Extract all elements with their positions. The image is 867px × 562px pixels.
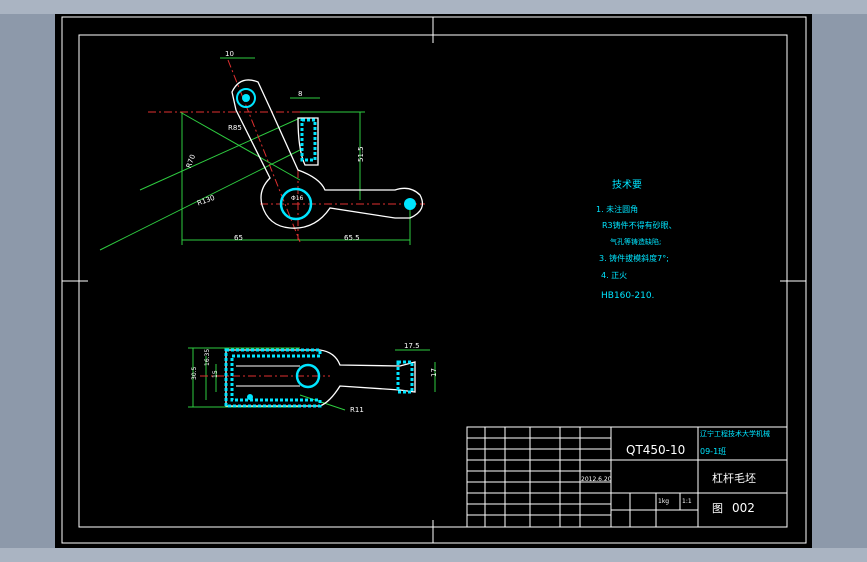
construction-line-3 [179, 111, 301, 181]
dim-r85: R85 [228, 124, 242, 132]
top-view-hatch [224, 348, 322, 408]
window-right-margin [812, 14, 867, 548]
window-bottom-bar [0, 548, 867, 562]
small-hole-top-view [247, 394, 253, 400]
drawing-no-prefix: 图 [712, 502, 723, 515]
sheet-outer-border [61, 16, 807, 544]
dim-r70: R70 [185, 153, 197, 169]
school-label: 辽宁工程技术大学机械 [700, 429, 770, 438]
dim-17-5: 17.5 [404, 342, 420, 350]
dim-r130: R130 [196, 194, 216, 208]
cad-drawing-canvas[interactable] [55, 14, 812, 548]
tech-req-5: 4. 正火 [601, 271, 627, 280]
window-left-margin [0, 14, 55, 548]
dim-15: 15 [212, 370, 219, 378]
dim-phi16: Φ16 [291, 195, 304, 202]
main-bore [279, 187, 313, 221]
construction-line-2 [99, 149, 301, 251]
top-view-outline [225, 349, 416, 407]
top-view: 30.5 16.35 15 17.5 17 R11 [188, 342, 438, 414]
lever-outline [231, 79, 424, 229]
end-hole [404, 198, 416, 210]
tech-req-title: 技术要 [612, 178, 642, 191]
dim-r11: R11 [350, 406, 364, 414]
tech-req-2: R3铸件不得有砂眼、 [602, 220, 677, 230]
technical-requirements: 技术要 1. 未注圆角 R3铸件不得有砂眼、 气孔等铸造缺陷; 3. 铸件拔模斜… [596, 178, 677, 301]
part-name-label: 杠杆毛坯 [712, 471, 756, 485]
drawing-no-label: 002 [732, 501, 755, 515]
date-label: 2012.6.20 [581, 476, 612, 483]
dim-65: 65 [234, 234, 243, 242]
tech-req-4: 3. 铸件拔模斜度7°; [599, 253, 669, 263]
weight-label: 1kg [658, 498, 669, 505]
tech-req-3: 气孔等铸造缺陷; [610, 237, 661, 246]
dim-16: 16.35 [204, 349, 211, 366]
tech-req-6: HB160-210. [601, 291, 654, 301]
front-view: 10 8 R85 R70 R130 Φ16 51.5 65 65.5 [99, 50, 425, 251]
rib-hatch [300, 118, 317, 162]
title-block [466, 426, 788, 528]
dim-10: 10 [225, 50, 234, 58]
end-boss-hatch [396, 360, 414, 394]
dim-30: 30.5 [191, 366, 198, 380]
upper-hole-hatch [236, 88, 256, 108]
scale-label: 1:1 [682, 498, 692, 505]
material-label: QT450-10 [626, 443, 685, 457]
construction-line-1 [139, 117, 301, 191]
dim-17: 17 [430, 368, 438, 377]
dim-65-5: 65.5 [344, 234, 360, 242]
leader-r11 [299, 394, 346, 411]
dim-51-5: 51.5 [357, 146, 365, 162]
dim-8: 8 [298, 90, 302, 98]
tech-req-1: 1. 未注圆角 [596, 204, 638, 214]
class-label: 09-1班 [700, 446, 726, 456]
window-top-bar [0, 0, 867, 14]
bore-top-view [295, 363, 321, 389]
upper-hole [242, 94, 250, 102]
